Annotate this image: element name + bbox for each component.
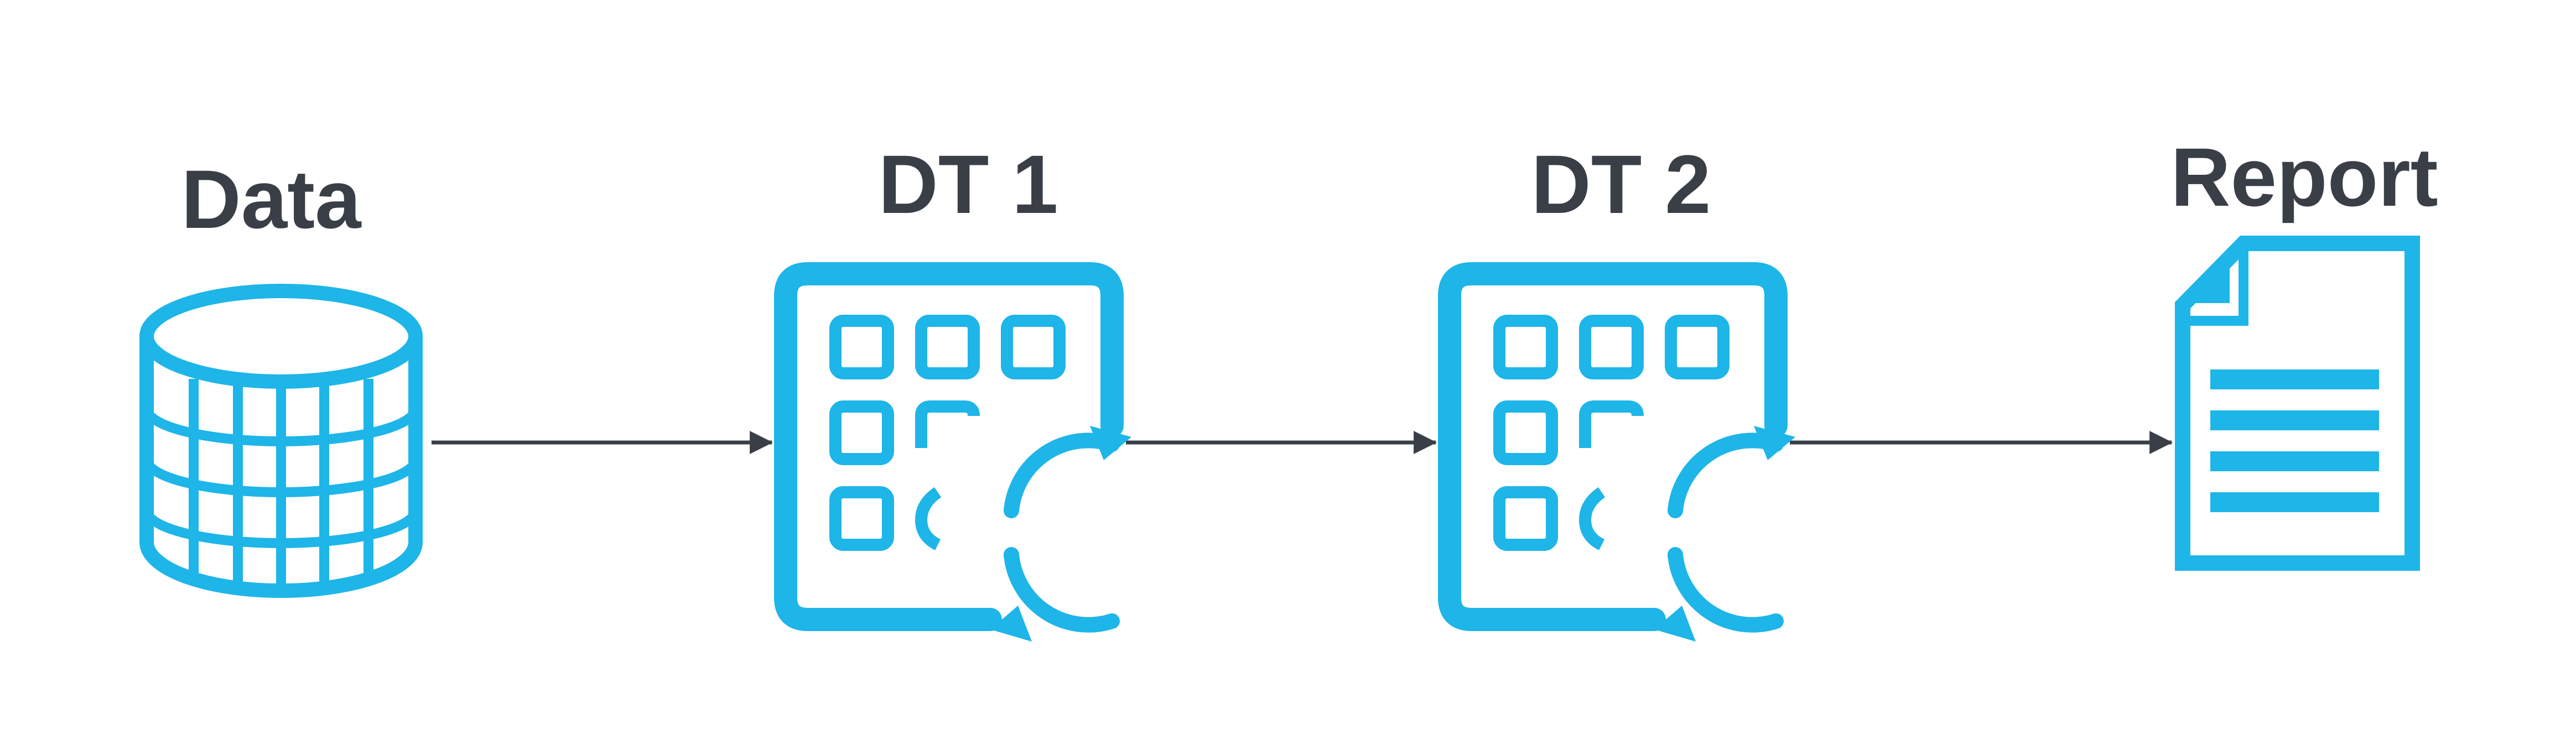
document-icon [2175, 236, 2420, 571]
node-report: Report [2170, 131, 2438, 571]
document-lines [2210, 369, 2379, 512]
dynamic-table-refresh-icon [1438, 262, 1795, 642]
database-icon [139, 284, 423, 598]
node-label-data: Data [181, 153, 362, 246]
node-label-dt2: DT 2 [1531, 138, 1711, 231]
node-label-report: Report [2170, 131, 2438, 223]
node-dt2: DT 2 [1438, 138, 1795, 642]
node-dt1: DT 1 [774, 138, 1131, 642]
dynamic-table-refresh-icon [774, 262, 1131, 642]
node-data: Data [139, 153, 423, 598]
node-label-dt1: DT 1 [878, 138, 1058, 231]
